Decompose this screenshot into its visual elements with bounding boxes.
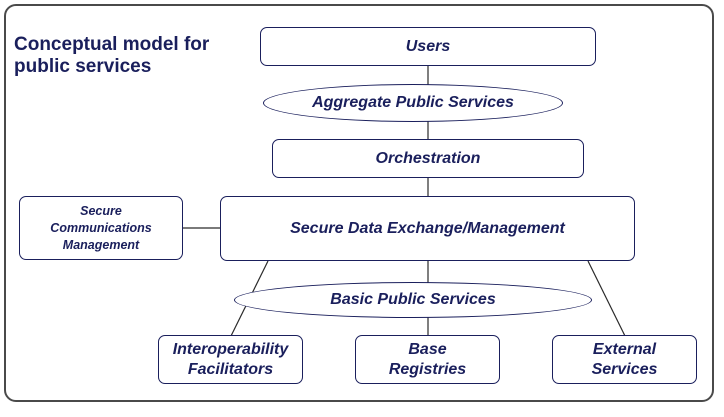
connector-right-diagonal <box>587 260 626 337</box>
basic-public-services-ellipse: Basic Public Services <box>234 282 592 318</box>
aggregate-public-services-label: Aggregate Public Services <box>312 94 514 111</box>
external-services-label: External Services <box>591 340 658 378</box>
aggregate-public-services-ellipse: Aggregate Public Services <box>263 84 563 122</box>
base-registries-label: Base Registries <box>388 340 467 378</box>
external-services-box: External Services <box>552 335 697 384</box>
users-label: Users <box>405 37 451 55</box>
base-registries-box: Base Registries <box>355 335 500 384</box>
basic-public-services-label: Basic Public Services <box>330 291 496 308</box>
interoperability-facilitators-box: Interoperability Facilitators <box>158 335 303 384</box>
secure-data-exchange-box: Secure Data Exchange/Management <box>220 196 635 261</box>
users-box: Users <box>260 27 596 66</box>
orchestration-box: Orchestration <box>272 139 584 178</box>
diagram-title: Conceptual model for public services <box>14 34 210 77</box>
interoperability-facilitators-label: Interoperability Facilitators <box>172 340 289 378</box>
orchestration-label: Orchestration <box>375 149 481 167</box>
secure-data-exchange-label: Secure Data Exchange/Management <box>290 219 565 237</box>
secure-communications-box: Secure Communications Management <box>19 196 183 260</box>
secure-communications-label: Secure Communications Management <box>50 203 152 252</box>
diagram-frame <box>4 4 714 402</box>
